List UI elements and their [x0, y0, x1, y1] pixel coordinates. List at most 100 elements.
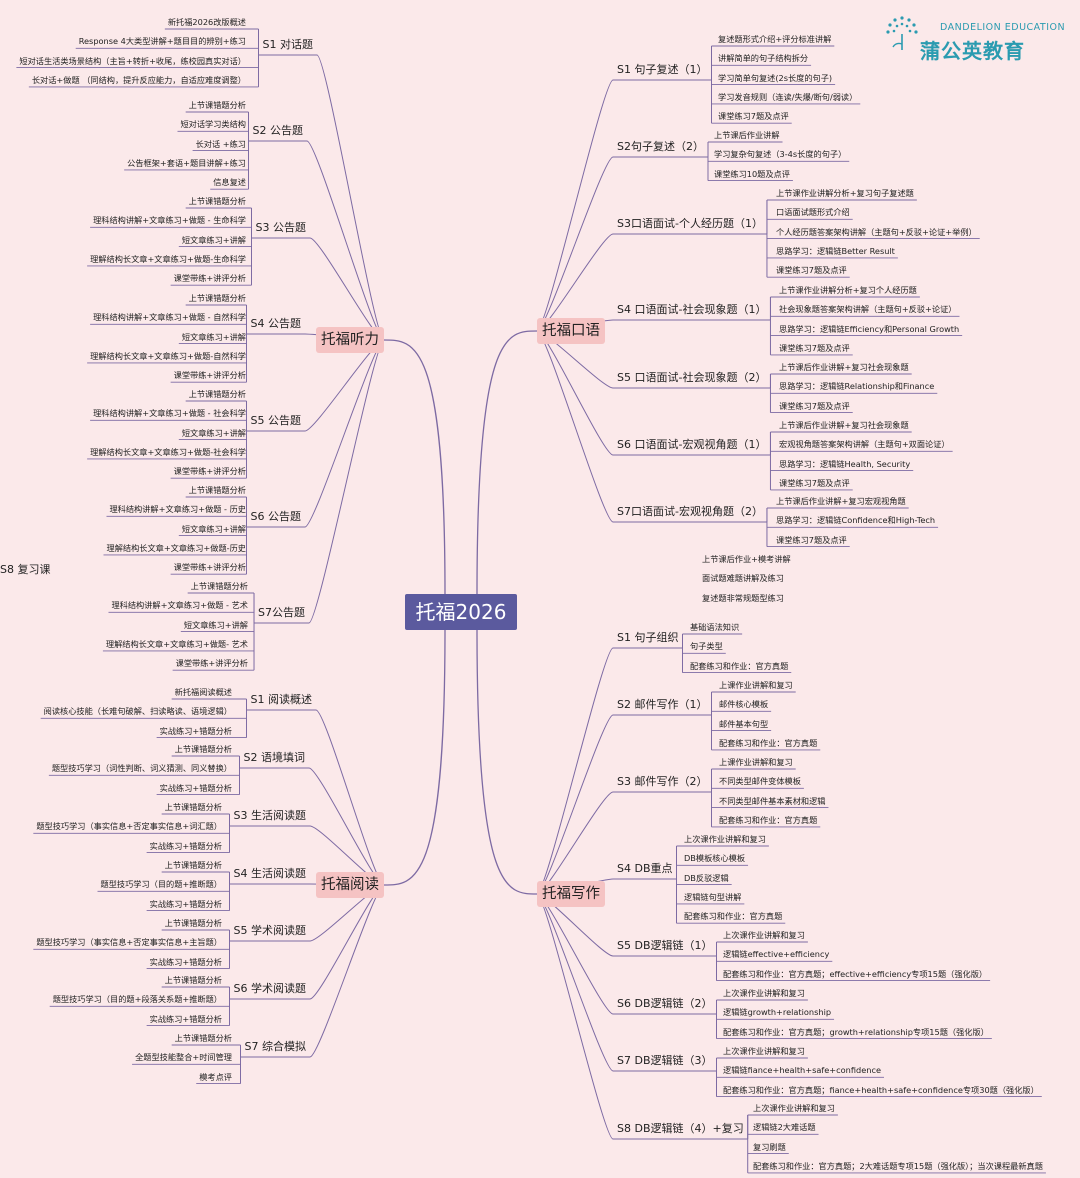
leaf-item: 课堂练习7题及点评: [776, 534, 847, 545]
subtopic-speaking-1: S1 句子复述（1）: [617, 63, 708, 76]
leaf-item: 课堂练习7题及点评: [779, 342, 850, 353]
leaf-item: 题型技巧学习（事实信息+否定事实信息+主旨题）: [36, 937, 222, 948]
subtopic-reading-4: S4 生活阅读题: [233, 867, 306, 880]
leaf-item: 上课作业讲解和复习: [719, 757, 793, 767]
leaf-item: 配套练习和作业：官方真题；fiance+health+safe+confiden…: [723, 1084, 1039, 1095]
leaf-item: 逻辑链2大难话题: [753, 1122, 816, 1133]
connector: [309, 884, 385, 1058]
leaf-item: Response 4大类型讲解+题目目的辨别+练习: [78, 36, 246, 47]
connector: [476, 330, 538, 595]
subtopic-reading-6: S6 学术阅读题: [233, 982, 306, 995]
connector: [316, 54, 385, 341]
subtopic-reading-7: S7 综合模拟: [244, 1040, 306, 1053]
leaf-item: DB反驳逻辑: [684, 872, 729, 883]
leaf-item: 社会现象题答案架构讲解（主题句+反驳+论证）: [779, 304, 957, 315]
leaf-item: 面试题难题讲解及练习: [702, 573, 784, 584]
leaf-item: 口语面试题形式介绍: [776, 207, 850, 218]
leaf-item: 长对话+做题 （同结构，提升反应能力，自适应难度调整）: [31, 74, 246, 85]
leaf-item: 题型技巧学习（目的题+推断题）: [100, 879, 223, 890]
leaf-item: 实战练习+错题分析: [149, 898, 222, 909]
leaf-item: 逻辑链句型讲解: [684, 891, 742, 902]
leaf-item: 学习发音规则（连读/失爆/断句/弱读）: [718, 91, 858, 102]
dandelion-icon: [886, 16, 918, 50]
subtopic-listening-4: S4 公告题: [250, 317, 301, 330]
leaf-item: 题型技巧学习（词性判断、词义猜测、同义替换）: [51, 763, 232, 774]
subtopic-speaking-4: S4 口语面试-社会现象题（1）: [617, 303, 767, 316]
leaf-item: 全题型技能整合+时间管理: [135, 1052, 232, 1063]
subtopic-writing-2: S2 邮件写作（1）: [617, 698, 708, 711]
leaf-item: 不同类型邮件变体模板: [719, 776, 801, 787]
leaf-item: 学习简单句复述(2s长度的句子): [718, 72, 833, 83]
connector: [304, 339, 385, 528]
leaf-item: 理解结构长文章+文章练习+做题-生命科学: [90, 253, 246, 264]
leaf-item: 短对话学习类结构: [180, 119, 246, 130]
leaf-item: 上次课作业讲解和复习: [723, 988, 805, 998]
leaf-item: 思路学习：逻辑链Confidence和High-Tech: [776, 515, 936, 526]
leaf-item: 复述题形式介绍+评分标准讲解: [718, 34, 832, 44]
leaf-item: 上节课后作业讲解+复习社会现象题: [779, 420, 909, 430]
branch-listening: 托福听力: [316, 327, 384, 353]
leaf-item: 上节课错题分析: [164, 802, 222, 812]
subtopic-reading-1: S1 阅读概述: [250, 693, 312, 706]
leaf-item: 上节课后作业讲解+复习宏观视角题: [776, 496, 906, 506]
leaf-item: 个人经历题答案架构讲解（主题句+反驳+论证+举例）: [776, 226, 977, 237]
brand-logo: DANDELION EDUCATION 蒲公英教育: [882, 14, 1068, 63]
leaf-item: 理解结构长文章+文章练习+做题- 艺术: [105, 638, 248, 649]
leaf-item: 逻辑链growth+relationship: [723, 1007, 832, 1018]
leaf-item: 邮件基本句型: [719, 718, 769, 729]
leaf-item: 宏观视角题答案架构讲解（主题句+双面论证）: [779, 439, 950, 450]
brand-name-cn: 蒲公英教育: [920, 39, 1025, 63]
leaf-item: 实战练习+错题分析: [159, 725, 232, 736]
leaf-item: 短文章练习+讲解: [181, 523, 246, 534]
leaf-item: 课堂练习7题及点评: [718, 111, 789, 122]
leaf-item: 短文章练习+讲解: [181, 234, 246, 245]
leaf-item: 复述题非常规题型练习: [702, 592, 784, 603]
subtopic-reading-5: S5 学术阅读题: [233, 924, 306, 937]
leaf-item: 课堂带练+讲评分析: [173, 273, 246, 284]
leaf-item: 短文章练习+讲解: [181, 331, 246, 342]
leaf-item: 上次课作业讲解和复习: [684, 834, 766, 844]
connector: [536, 893, 614, 1140]
leaf-item: 思路学习：逻辑链Efficiency和Personal Growth: [779, 323, 960, 334]
leaf-item: 课堂带练+讲评分析: [173, 466, 246, 477]
leaf-item: 上节课错题分析: [174, 1033, 232, 1043]
subtopic-writing-8: S8 DB逻辑链（4）+复习: [617, 1122, 744, 1135]
leaf-item: 实战练习+错题分析: [149, 1013, 222, 1024]
subtopic-reading-3: S3 生活阅读题: [233, 809, 306, 822]
leaf-item: 公告框架+套语+题目讲解+练习: [127, 157, 246, 168]
leaf-item: 实战练习+错题分析: [149, 956, 222, 967]
leaf-item: 上节课作业讲解分析+复习个人经历题: [779, 285, 917, 295]
leaf-item: 理科结构讲解+文章练习+做题 - 自然科学: [93, 312, 246, 323]
leaf-item: 阅读核心技能（长难句破解、扫读略读、语境逻辑）: [43, 706, 232, 717]
subtopic-speaking-3: S3口语面试-个人经历题（1）: [617, 217, 763, 230]
connector: [536, 330, 614, 456]
leaf-item: 理解结构长文章+文章练习+做题-历史: [106, 542, 247, 553]
leaf-item: 上课作业讲解和复习: [719, 680, 793, 690]
connector: [304, 339, 385, 432]
leaf-item: DB模板核心模板: [684, 853, 746, 864]
subtopic-listening-7: S7公告题: [258, 606, 305, 619]
leaf-item: 课堂带练+讲评分析: [173, 562, 246, 573]
leaf-item: 题型技巧学习（目的题+段落关系题+推断题）: [52, 994, 222, 1005]
leaf-item: 逻辑链effective+efficiency: [723, 949, 830, 960]
subtopic-speaking-5: S5 口语面试-社会现象题（2）: [617, 371, 767, 384]
subtopic-reading-2: S2 语境填词: [243, 751, 305, 764]
leaf-item: 理解结构长文章+文章练习+做题-社会科学: [90, 446, 246, 457]
subtopic-speaking-2: S2句子复述（2）: [617, 140, 704, 153]
leaf-item: 配套练习和作业：官方真题；effective+efficiency专项15题（强…: [723, 968, 988, 979]
leaf-item: 上节课错题分析: [188, 293, 246, 303]
leaf-item: 上节课后作业讲解+复习社会现象题: [779, 362, 909, 372]
leaf-item: 复习刷题: [753, 1141, 786, 1152]
subtopic-listening-2: S2 公告题: [252, 124, 303, 137]
leaf-item: 上次课作业讲解和复习: [753, 1103, 835, 1113]
subtopic-writing-4: S4 DB重点: [617, 862, 673, 875]
connector: [536, 156, 614, 332]
leaf-item: 上节课作业讲解分析+复习句子复述题: [776, 188, 914, 198]
subtopic-listening-3: S3 公告题: [255, 221, 306, 234]
leaf-item: 短对话生活类场景结构（主旨+转折+收尾，练校园真实对话）: [19, 55, 246, 66]
connector: [536, 893, 614, 1015]
leaf-item: 上次课作业讲解和复习: [723, 930, 805, 940]
subtopic-writing-5: S5 DB逻辑链（1）: [617, 939, 713, 952]
connector: [536, 647, 614, 895]
